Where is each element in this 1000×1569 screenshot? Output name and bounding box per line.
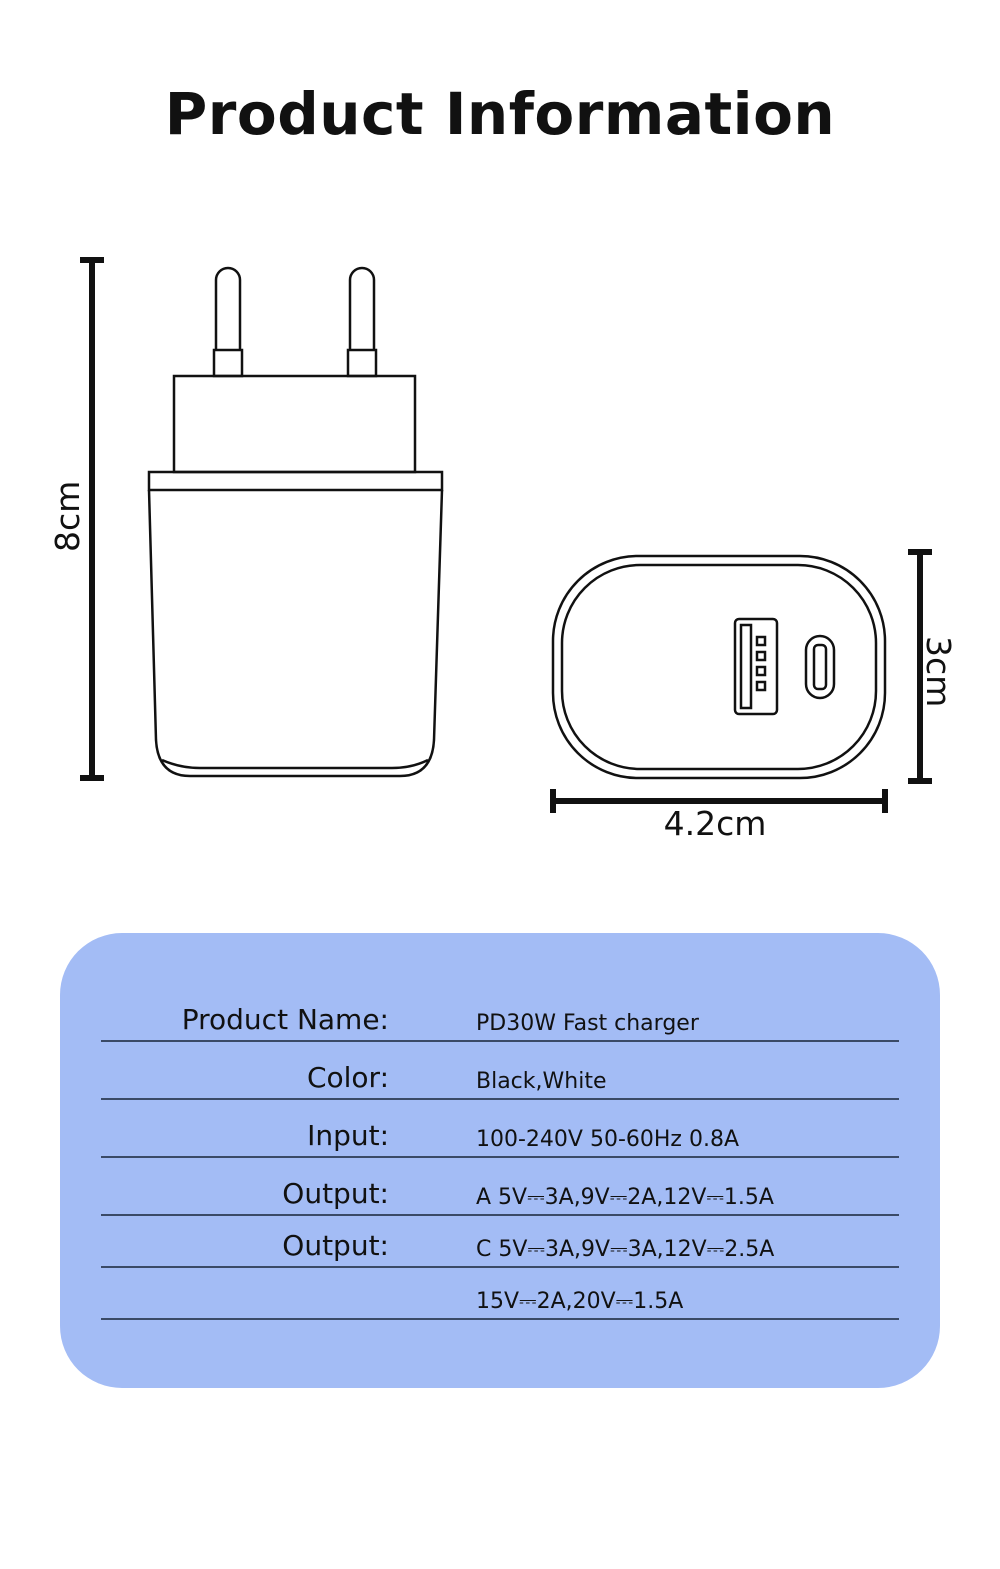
width-label: 4.2cm [663, 804, 767, 843]
spec-value: 15V⎓2A,20V⎓1.5A [476, 1289, 684, 1314]
height-label: 8cm [48, 480, 87, 552]
width-dimension-bar [550, 789, 888, 813]
charger-side-view [147, 266, 444, 778]
spec-row-output-c-cont: 15V⎓2A,20V⎓1.5A [101, 1267, 899, 1320]
spec-label: Input: [307, 1119, 389, 1152]
usb-a-port-icon [733, 617, 779, 716]
spec-value: C 5V⎓3A,9V⎓3A,12V⎓2.5A [476, 1237, 775, 1262]
spec-value: PD30W Fast charger [476, 1011, 699, 1036]
charger-front-view [551, 554, 887, 780]
depth-dimension-bar [908, 549, 932, 784]
spec-row-output-a: Output: A 5V⎓3A,9V⎓2A,12V⎓1.5A [101, 1157, 899, 1216]
height-dimension-bar [80, 257, 104, 781]
spec-value: Black,White [476, 1069, 607, 1094]
spec-row-input: Input: 100-240V 50-60Hz 0.8A [101, 1099, 899, 1158]
depth-label: 3cm [919, 636, 958, 708]
spec-label: Product Name: [181, 1003, 389, 1036]
spec-row-color: Color: Black,White [101, 1041, 899, 1100]
spec-row-output-c: Output: C 5V⎓3A,9V⎓3A,12V⎓2.5A [101, 1215, 899, 1268]
usb-c-port-icon [804, 634, 836, 700]
spec-value: A 5V⎓3A,9V⎓2A,12V⎓1.5A [476, 1185, 774, 1210]
spec-row-product-name: Product Name: PD30W Fast charger [101, 981, 899, 1042]
page-title: Product Information [164, 80, 836, 148]
specs-panel: Product Name: PD30W Fast charger Color: … [60, 933, 940, 1388]
spec-label: Output: [282, 1177, 389, 1210]
spec-label: Color: [306, 1061, 389, 1094]
charger-diagram [80, 257, 932, 813]
spec-value: 100-240V 50-60Hz 0.8A [476, 1127, 740, 1152]
spec-label: Output: [282, 1229, 389, 1262]
